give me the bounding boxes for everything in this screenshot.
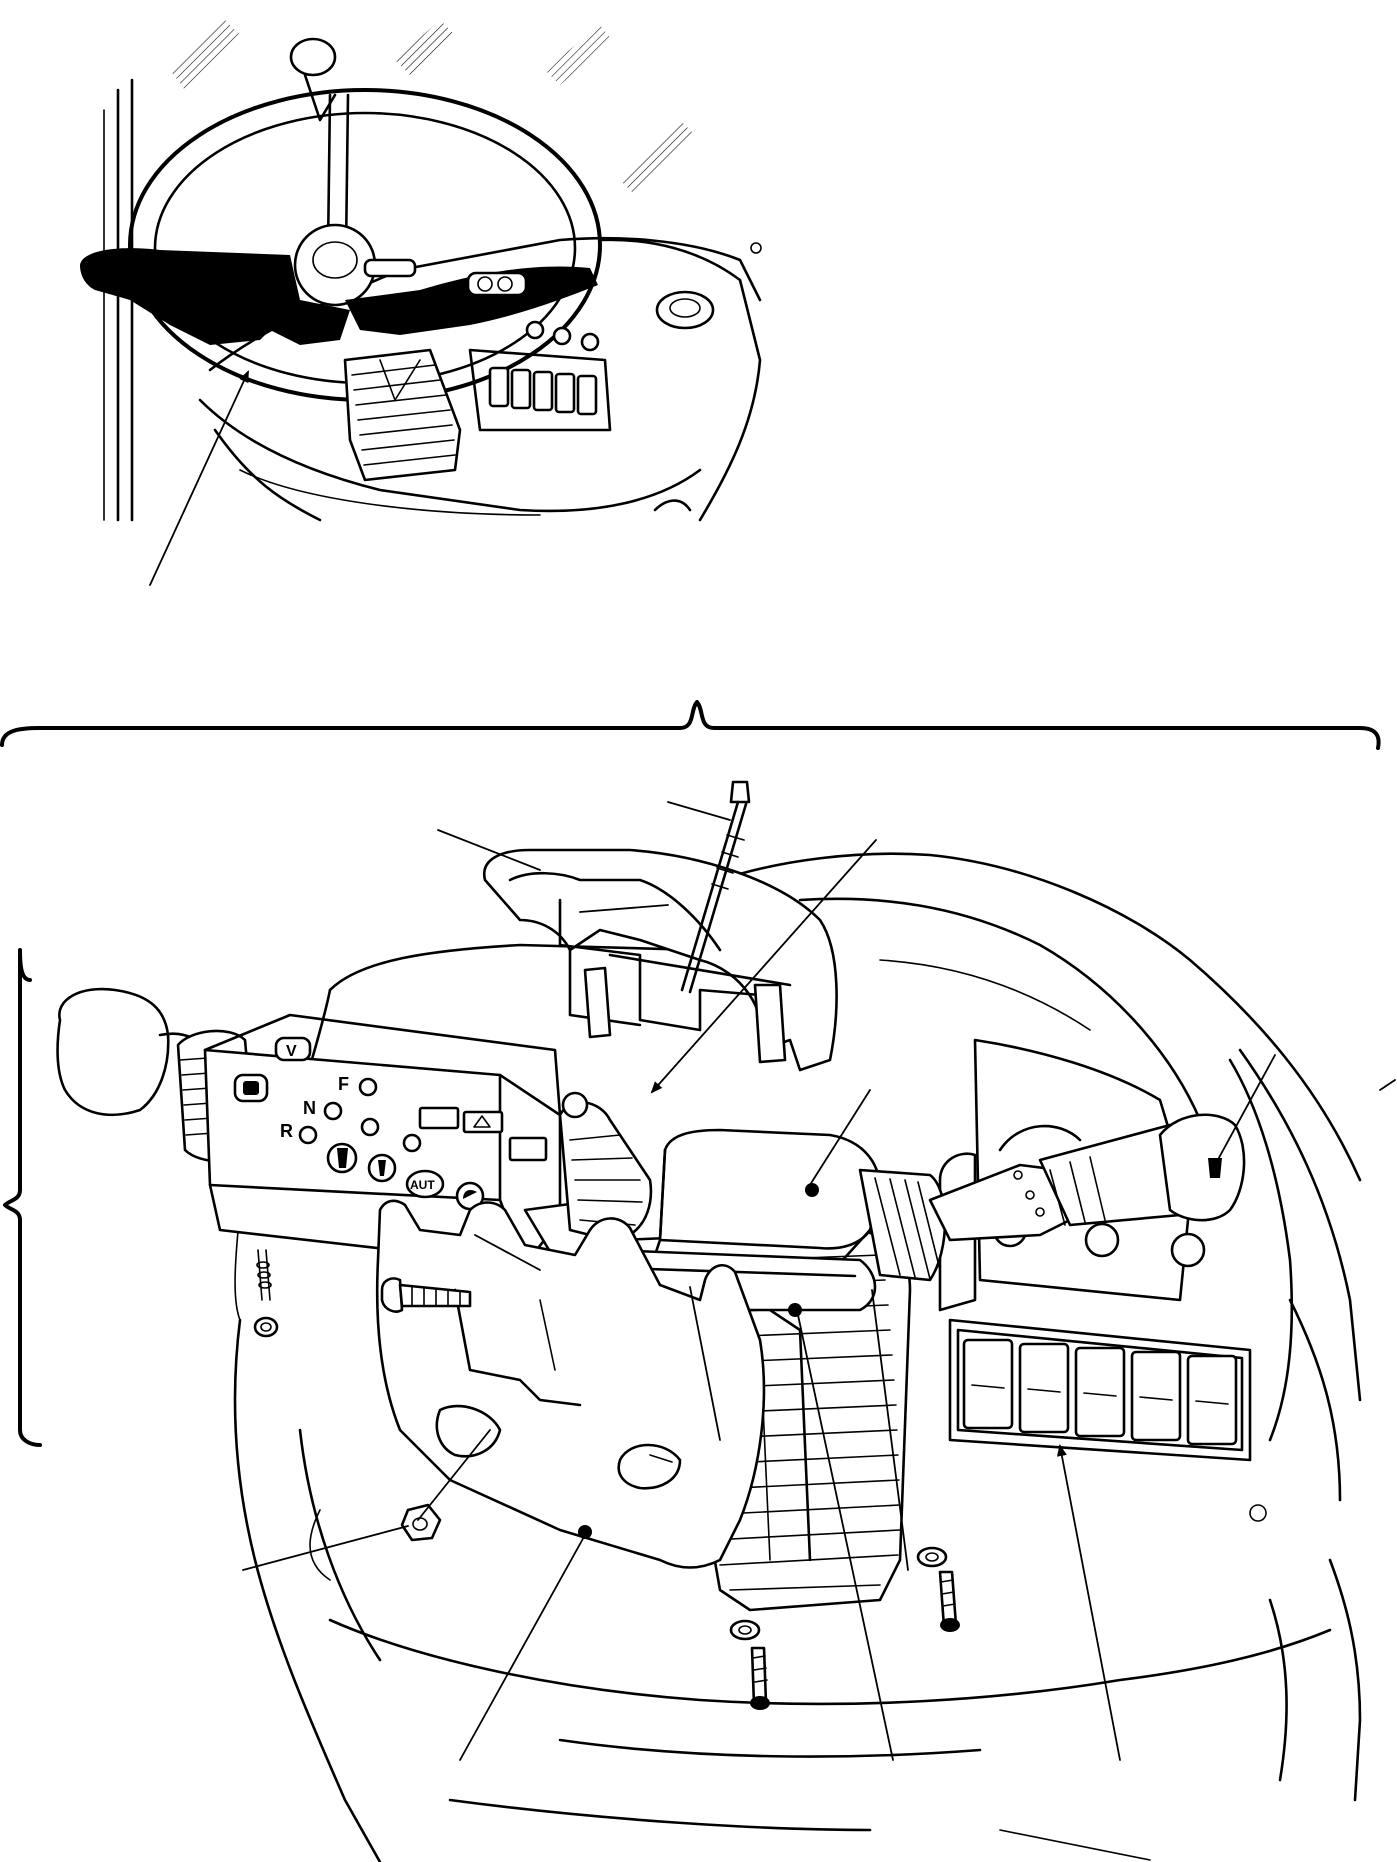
cab-overview-illustration	[80, 20, 762, 586]
grouping-brace-horizontal	[0, 700, 1381, 750]
aut-button-label: AUT	[410, 1178, 435, 1192]
shroud-screw-center	[729, 1619, 770, 1710]
r-indicator-lamp	[298, 1125, 318, 1145]
f-indicator-label: F	[338, 1074, 349, 1094]
upper-shroud	[482, 848, 838, 1072]
reference-dot	[788, 1303, 802, 1317]
mode-button-icon	[243, 1081, 259, 1095]
shroud-screw-long	[680, 780, 751, 994]
multifunction-switch-highlight	[80, 248, 598, 345]
instrument-panel-exploded	[938, 1038, 1267, 1522]
v-button[interactable]	[274, 1036, 312, 1062]
n-indicator-label: N	[303, 1098, 316, 1118]
steering-column-boot	[343, 348, 462, 482]
display-window	[418, 1106, 460, 1130]
display-window	[462, 1110, 504, 1134]
washer-screw-left	[253, 1249, 279, 1338]
n-indicator-lamp	[323, 1101, 343, 1121]
f-indicator-lamp	[358, 1077, 378, 1097]
powershift-control-lever: V F N R AUT	[56, 987, 653, 1287]
window-hatching	[170, 20, 695, 195]
reference-dot	[805, 1183, 819, 1197]
control-box-screw	[380, 1277, 472, 1313]
gear-display	[508, 1136, 548, 1162]
top-view-pointer	[149, 370, 249, 586]
indicator-lamp	[402, 1133, 422, 1153]
dashboard-console-exploded	[233, 852, 1362, 1862]
leader-lines	[242, 801, 1396, 1761]
aut-button[interactable]	[405, 1169, 445, 1199]
reference-dot	[578, 1525, 592, 1539]
cab-pillar	[103, 78, 134, 522]
v-button-label: V	[286, 1043, 297, 1060]
indicator-lamp	[360, 1117, 380, 1137]
r-indicator-label: R	[280, 1121, 293, 1141]
grouping-brace-vertical	[3, 948, 42, 1447]
steering-wheel	[128, 37, 602, 402]
retaining-nut	[400, 1503, 442, 1542]
instrument-cluster	[363, 242, 762, 432]
shroud-screw-right	[916, 1546, 960, 1632]
lower-shroud	[375, 1199, 766, 1569]
